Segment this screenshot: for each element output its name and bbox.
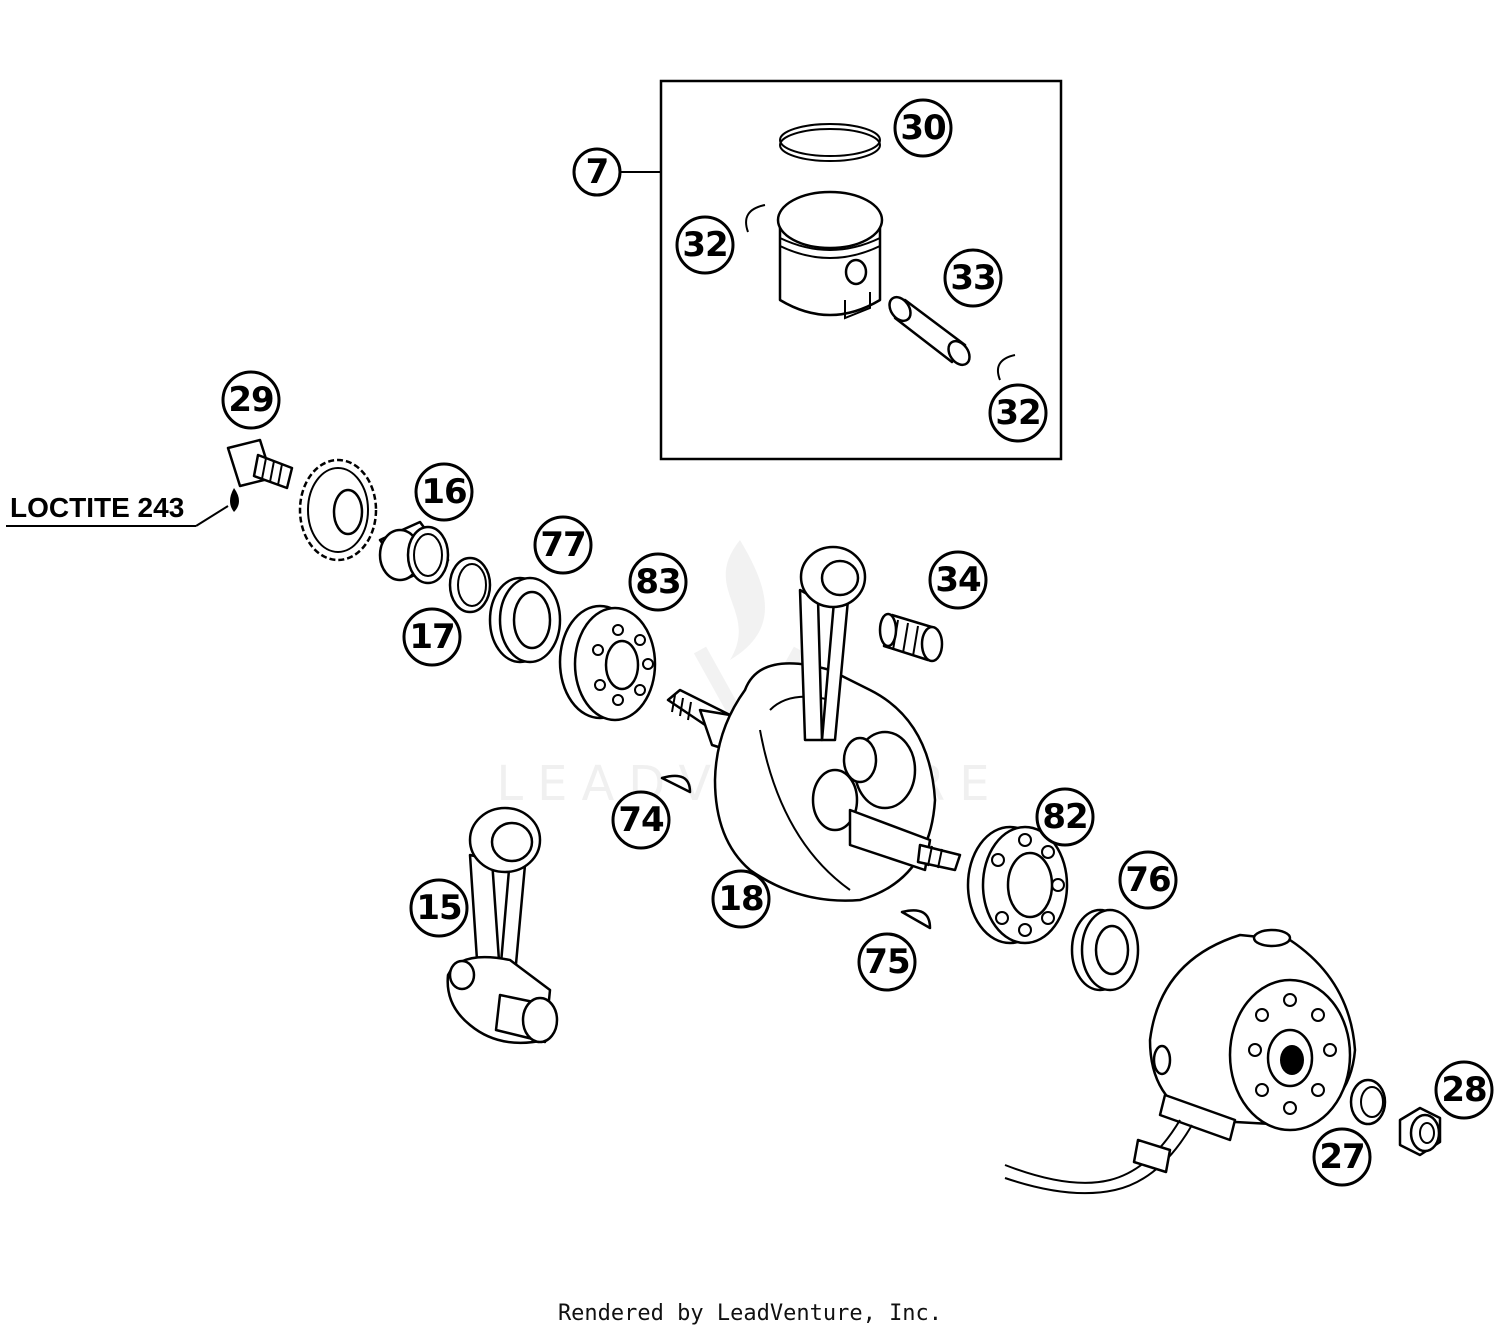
loctite-drop [230,488,239,512]
bolt [226,438,294,512]
shim-ring [448,556,492,614]
callout-77: 77 [533,515,593,575]
piston-ring [779,123,881,162]
shaft-seal-left [488,576,562,664]
svg-text:15: 15 [416,888,461,928]
bushing [378,520,450,585]
callout-28: 28 [1434,1060,1494,1120]
piston [776,190,884,320]
svg-text:29: 29 [228,380,273,420]
svg-text:77: 77 [540,525,585,565]
callout-33: 33 [943,248,1003,308]
svg-text:74: 74 [618,800,664,840]
svg-text:30: 30 [900,108,946,148]
ignition-rotor [1148,928,1357,1142]
callout-27: 27 [1312,1127,1372,1187]
callout-16: 16 [414,462,474,522]
callout-18: 18 [711,869,771,929]
callout-32-left: 32 [675,215,735,275]
callout-74: 74 [611,790,671,850]
callout-30: 30 [893,98,953,158]
woodruff-key-75 [900,909,932,930]
svg-text:83: 83 [635,562,680,602]
svg-text:16: 16 [421,472,466,512]
svg-text:17: 17 [409,617,454,657]
circlip-right [996,354,1016,381]
svg-text:75: 75 [864,942,909,982]
svg-text:27: 27 [1319,1137,1364,1177]
footer-credit: Rendered by LeadVenture, Inc. [558,1301,942,1326]
callout-34: 34 [928,550,988,610]
svg-text:34: 34 [935,560,981,600]
callout-17: 17 [402,607,462,667]
piston-kit-box [659,79,1063,461]
svg-text:28: 28 [1441,1070,1486,1110]
callout-32-right: 32 [988,383,1048,443]
flywheel-nut [1398,1106,1442,1157]
loctite-note: LOCTITE 243 [6,492,229,527]
svg-text:32: 32 [682,225,727,265]
svg-text:33: 33 [950,258,995,298]
circlip-left [745,204,766,233]
loctite-label: LOCTITE 243 [10,492,184,523]
connecting-rod-installed [798,545,867,742]
svg-text:32: 32 [995,393,1040,433]
svg-text:7: 7 [586,152,609,192]
piston-pin [888,295,971,367]
needle-bearing [878,612,944,663]
stator-cable [1004,1119,1193,1195]
callout-29: 29 [221,370,281,430]
svg-text:18: 18 [718,879,763,919]
callout-7: 7 [572,147,622,197]
callout-75: 75 [857,932,917,992]
connecting-rod [446,806,559,1045]
callout-82: 82 [1035,787,1095,847]
woodruff-key-74 [660,774,692,794]
crank-gear [298,458,378,562]
svg-text:82: 82 [1042,797,1087,837]
main-bearing-right [966,825,1069,945]
main-bearing-left [558,604,657,722]
svg-text:76: 76 [1125,860,1170,900]
callout-83: 83 [628,552,688,612]
washer [1349,1078,1387,1126]
callout-15: 15 [409,878,469,938]
callout-76: 76 [1118,850,1178,910]
crankshaft [666,662,962,902]
shaft-seal-right [1070,908,1140,992]
